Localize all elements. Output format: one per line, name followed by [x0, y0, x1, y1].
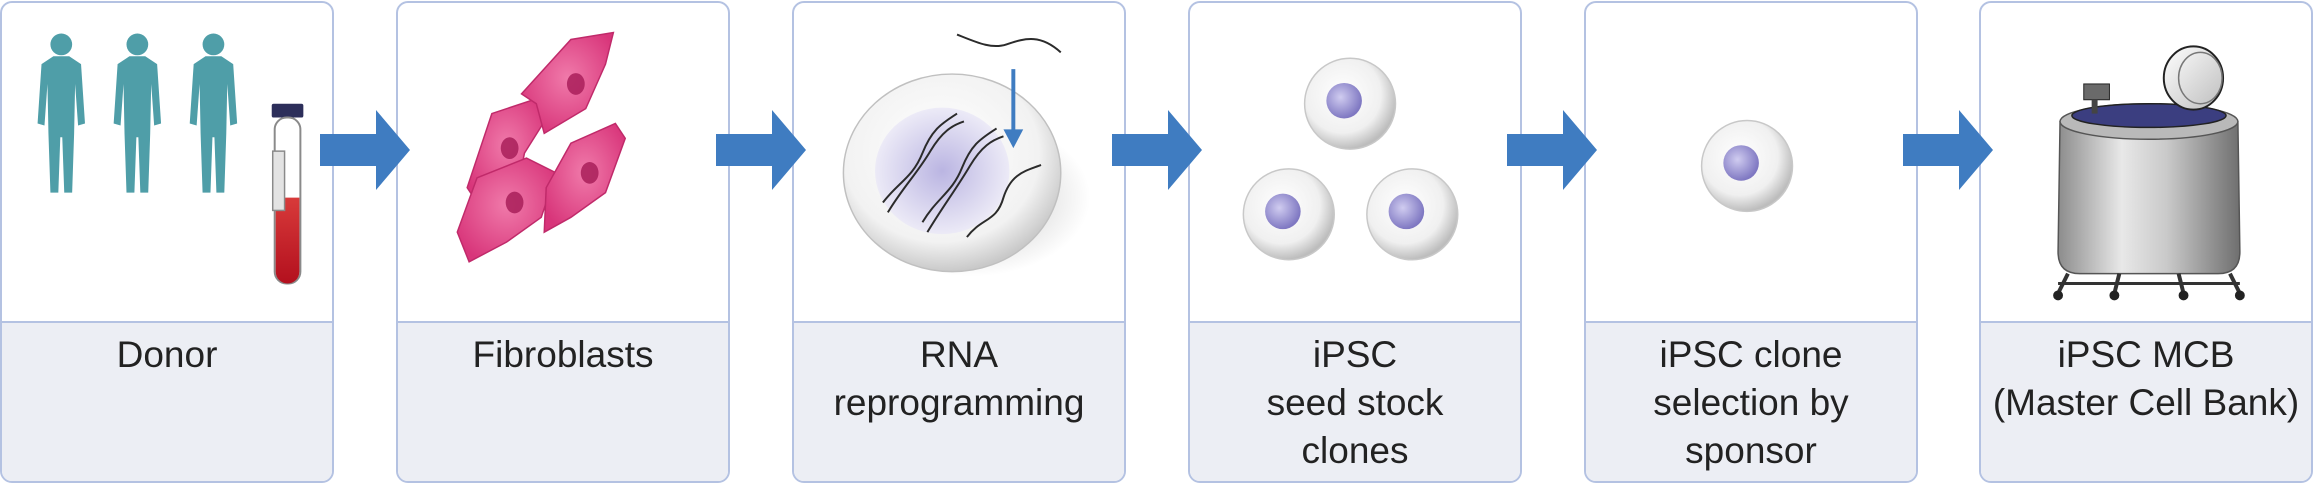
- step-label: iPSC seed stock clones: [1266, 334, 1444, 471]
- label-box: Fibroblasts: [398, 321, 728, 481]
- label-box: Donor: [2, 321, 332, 481]
- rna-reprogramming-cell-icon: [842, 33, 1091, 277]
- donor-icon: [37, 33, 304, 285]
- step-label: Donor: [116, 334, 218, 375]
- cryo-storage-tank-icon: [2053, 45, 2245, 301]
- step-donor: Donor: [0, 1, 334, 483]
- label-box: iPSC MCB (Master Cell Bank): [1981, 321, 2311, 481]
- right-arrow-icon: [716, 110, 806, 190]
- step-label: Fibroblasts: [472, 334, 654, 375]
- step-ipsc-clone-selection: iPSC clone selection by sponsor: [1584, 1, 1918, 483]
- step-label: RNA reprogramming: [833, 334, 1085, 423]
- step-label: iPSC clone selection by sponsor: [1653, 334, 1849, 471]
- step-fibroblasts: Fibroblasts: [396, 1, 730, 483]
- single-ipsc-clone-icon: [1700, 119, 1794, 213]
- step-ipsc-seed-stock-clones: iPSC seed stock clones: [1188, 1, 1522, 483]
- right-arrow-icon: [320, 110, 410, 190]
- label-box: iPSC clone selection by sponsor: [1586, 321, 1916, 481]
- step-label: iPSC MCB (Master Cell Bank): [1992, 334, 2300, 423]
- label-box: RNA reprogramming: [794, 321, 1124, 481]
- right-arrow-icon: [1903, 110, 1993, 190]
- ipsc-clones-icon: [1242, 57, 1459, 261]
- step-rna-reprogramming: RNA reprogramming: [792, 1, 1126, 483]
- label-box: iPSC seed stock clones: [1190, 321, 1520, 481]
- blood-tube-icon: [271, 103, 304, 285]
- step-ipsc-mcb: iPSC MCB (Master Cell Bank): [1979, 1, 2313, 483]
- right-arrow-icon: [1507, 110, 1597, 190]
- fibroblast-cells-icon: [456, 31, 627, 263]
- right-arrow-icon: [1112, 110, 1202, 190]
